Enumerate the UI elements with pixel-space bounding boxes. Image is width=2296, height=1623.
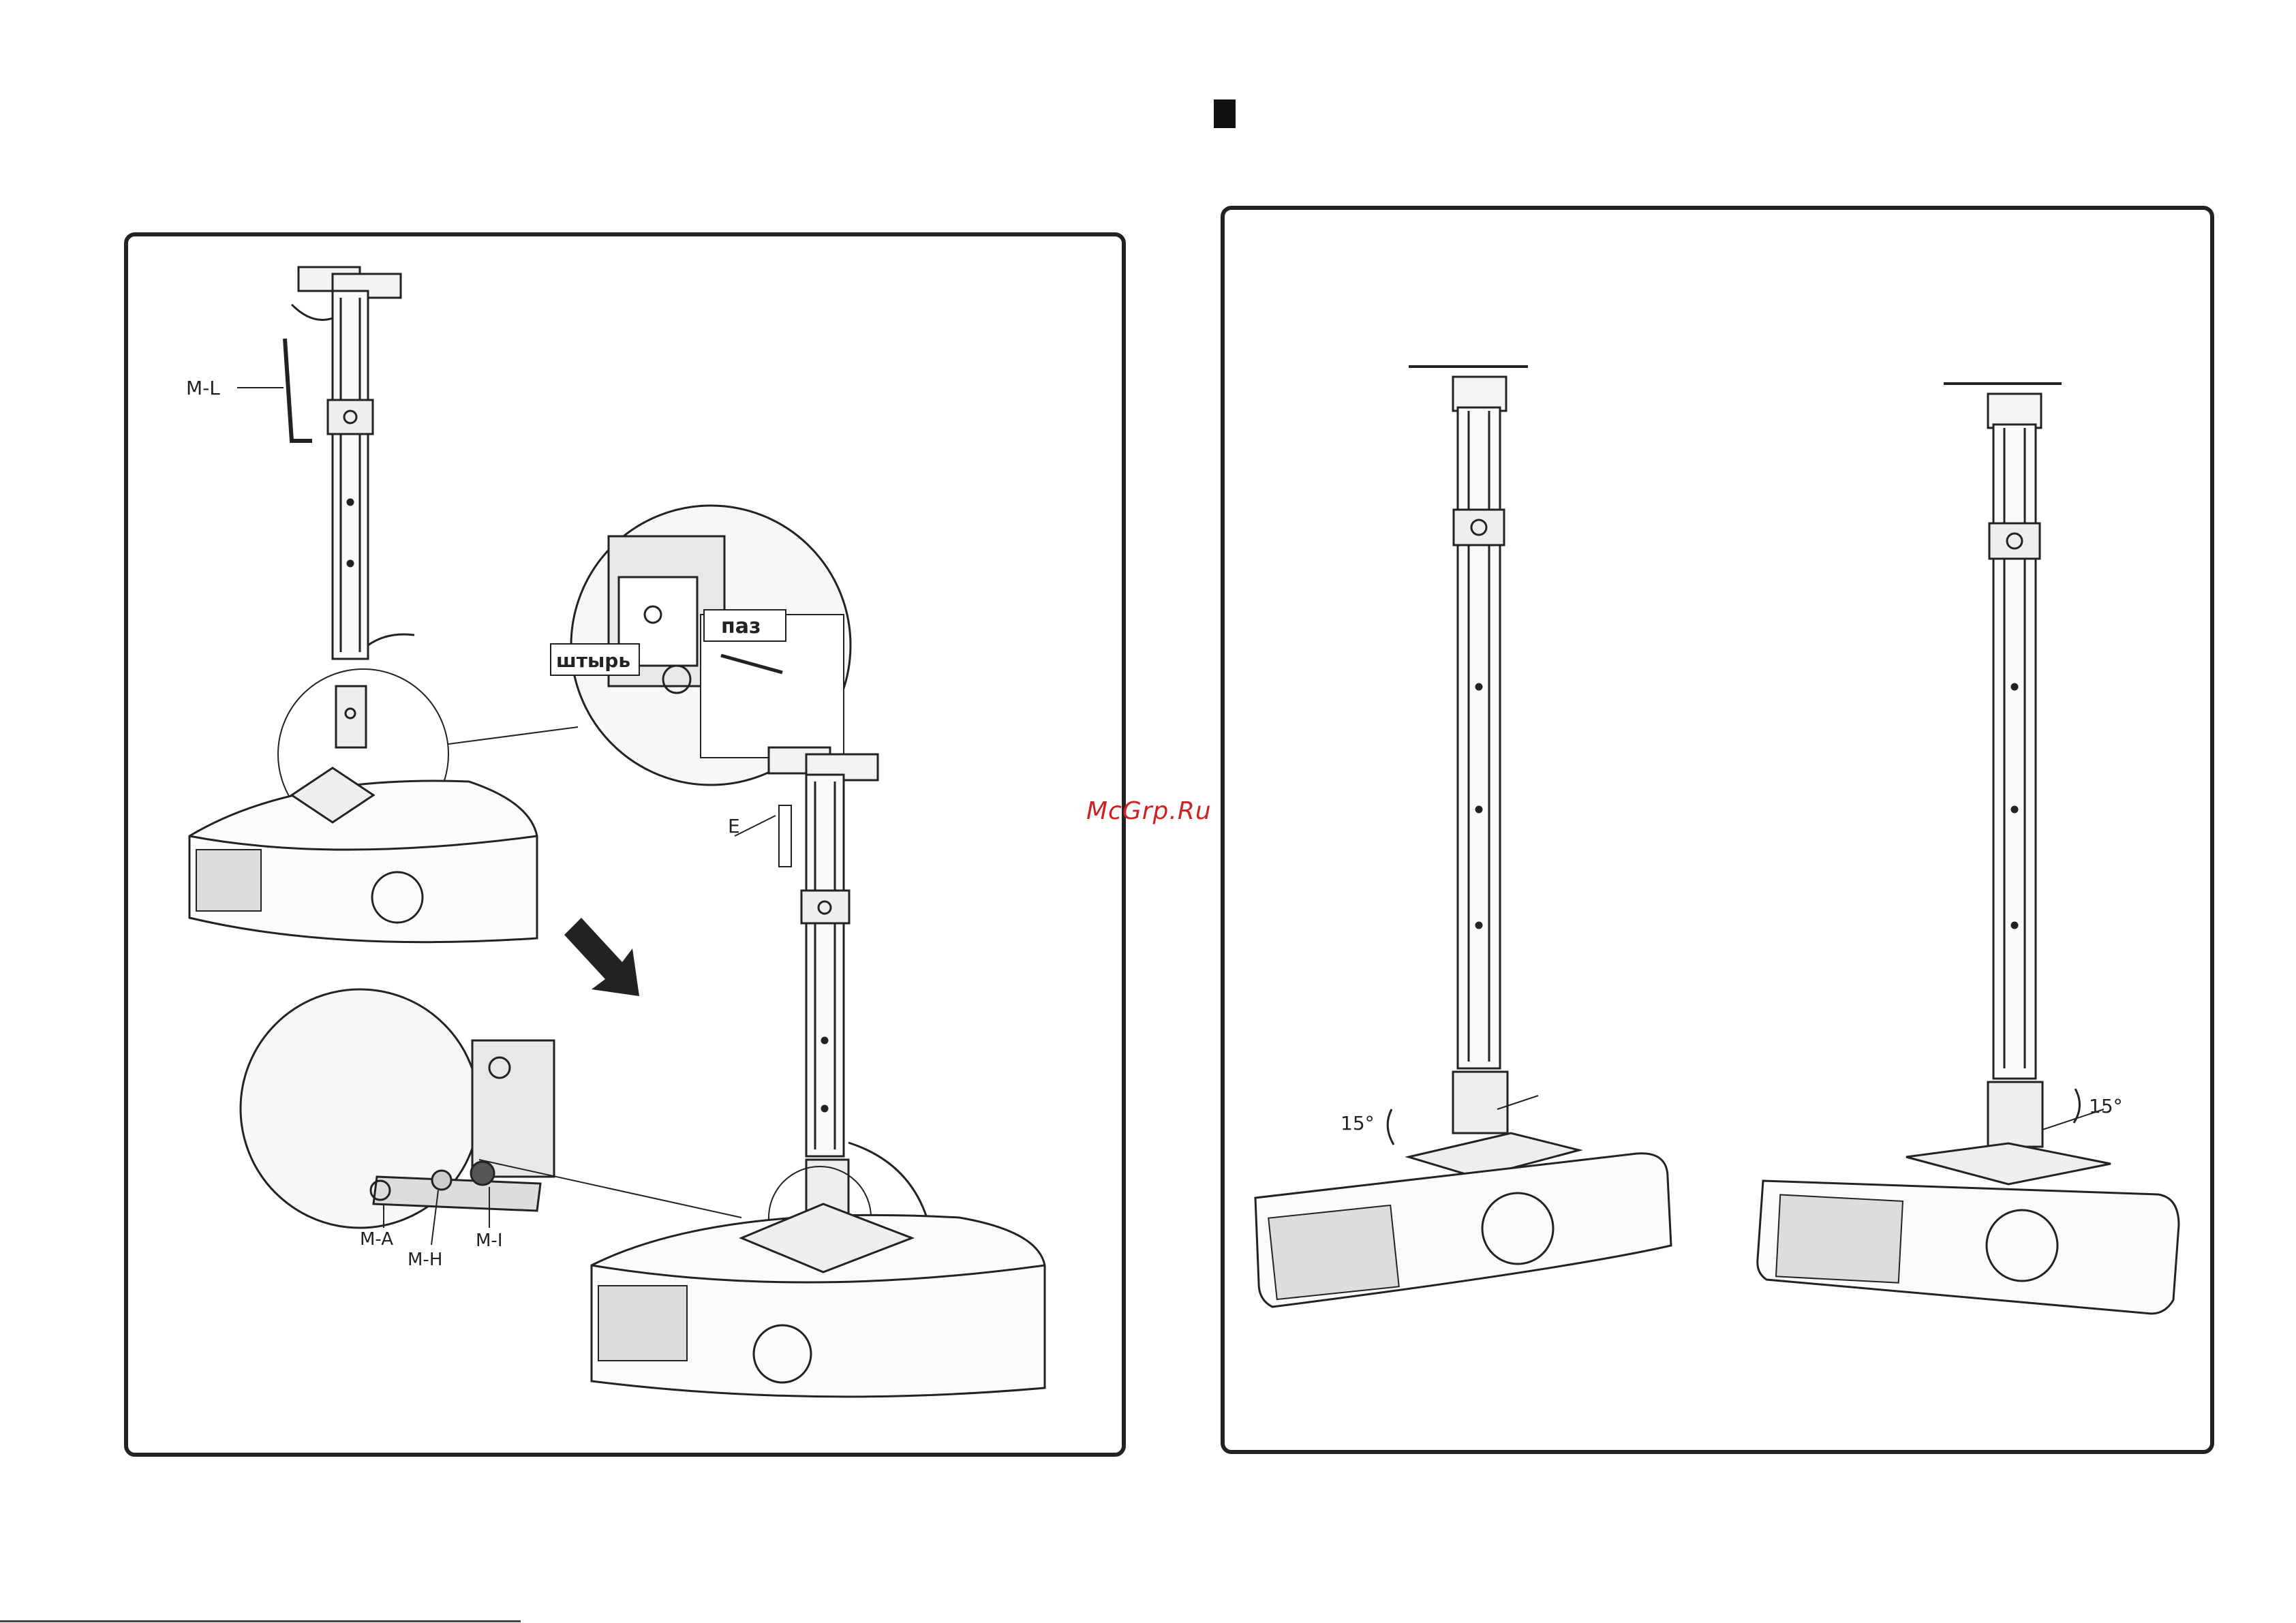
allen-key-label: M-L [186, 377, 220, 399]
zoom-circle-washers: M-A M-H M-I [241, 989, 554, 1270]
tilt-right-label: 15° [2089, 1095, 2123, 1117]
pin-label: штырь [556, 649, 630, 672]
washer-i-label: M-I [476, 1231, 502, 1251]
part-e-label: E [728, 815, 740, 837]
installation-illustration-left: M-L паз штырь [128, 236, 1122, 1453]
projector-top-left [189, 768, 537, 942]
tilt-illustration-right: 15° 15° [1225, 210, 2210, 1450]
callout-line [448, 727, 578, 744]
installation-panel-right: 15° 15° [1221, 206, 2214, 1454]
mount-tilt-left: 15° [1255, 367, 1671, 1307]
slot-label: паз [721, 615, 761, 638]
mount-tilt-right: 15° [1758, 384, 2179, 1314]
allen-key: M-L [186, 339, 312, 441]
installation-panel-left: M-L паз штырь [124, 232, 1126, 1457]
watermark: McGrp.Ru [1086, 797, 1212, 825]
zoom-circle-slot-pin: паз штырь [551, 506, 851, 785]
bottom-rule [0, 1620, 521, 1622]
tilt-left-label: 15° [1341, 1112, 1375, 1134]
washer-h-label: M-H [408, 1250, 442, 1270]
projector-bottom-right [592, 1204, 1045, 1397]
step-arrow [564, 918, 639, 996]
washer-a-label: M-A [360, 1229, 393, 1250]
section-marker [1214, 99, 1236, 128]
lower-mount-assembly: E [728, 747, 929, 1235]
